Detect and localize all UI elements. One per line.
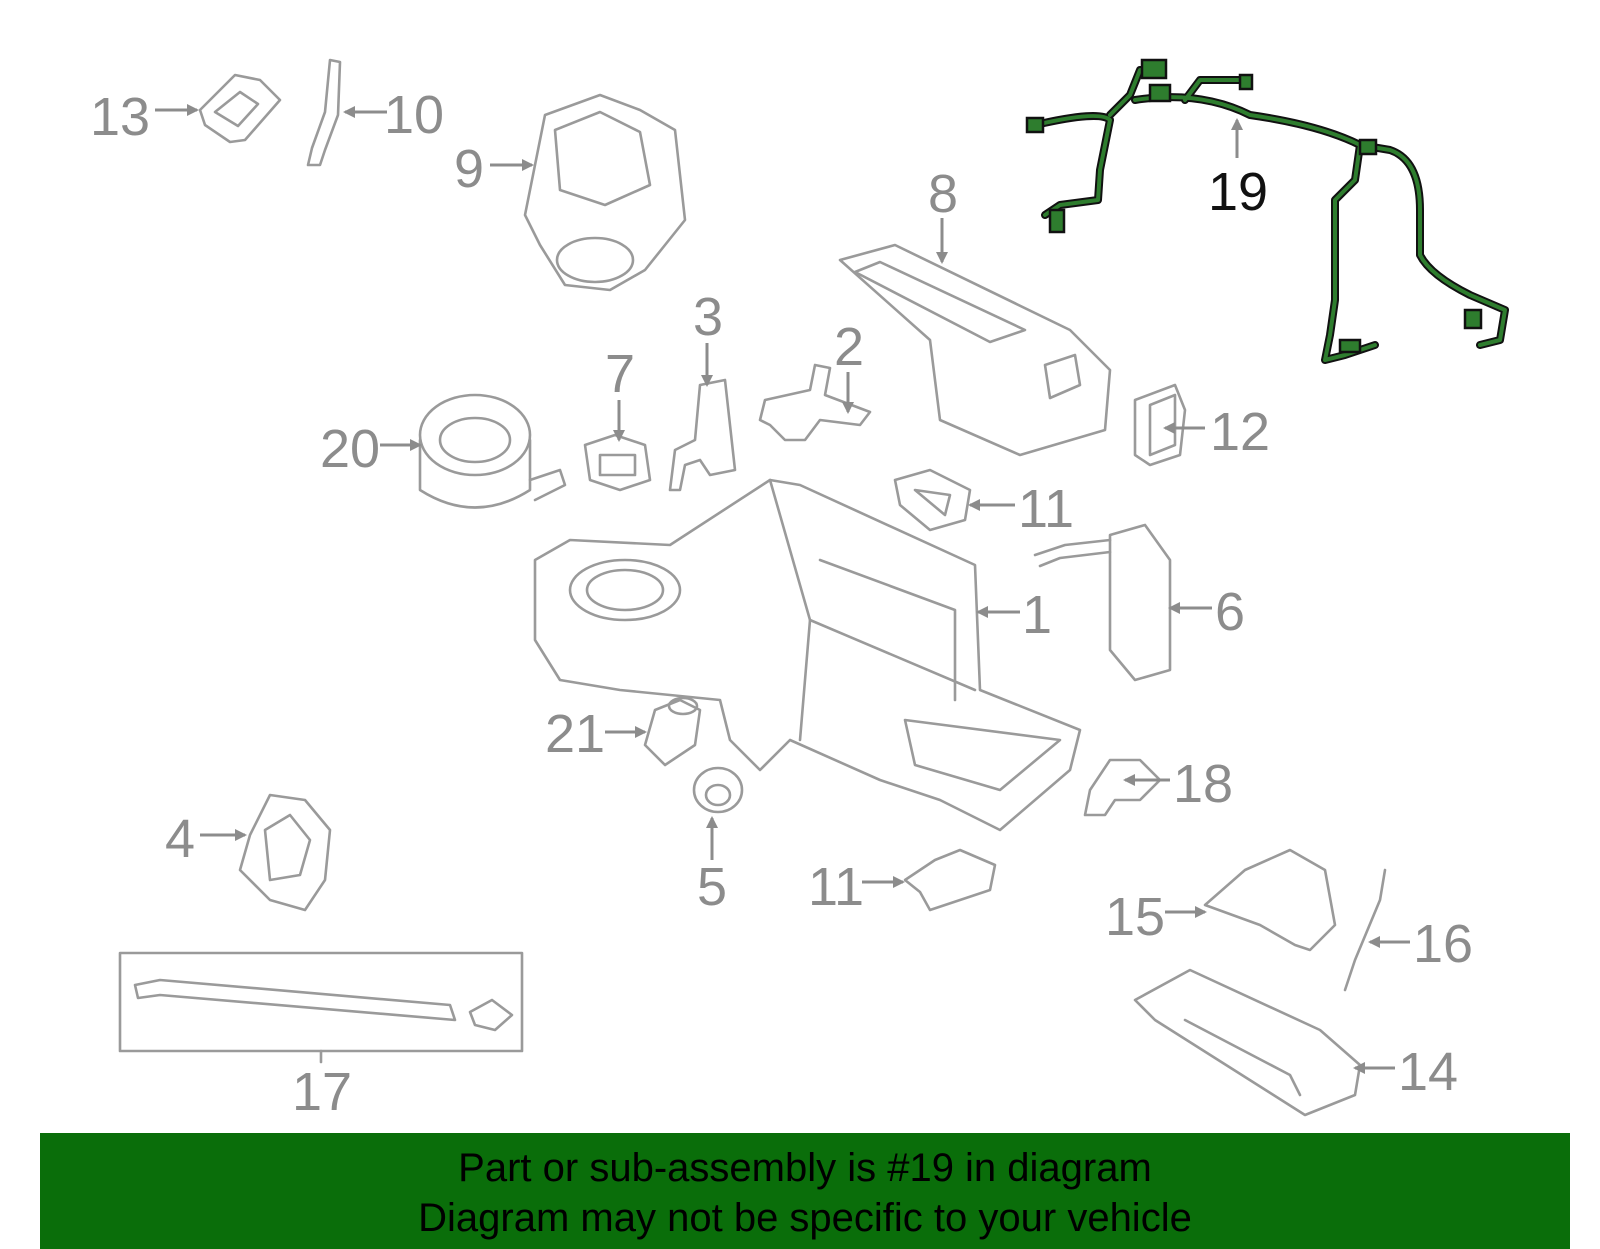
label-5: 5 <box>697 857 727 917</box>
part-7-drawing <box>583 433 652 492</box>
label-19: 19 <box>1208 162 1268 222</box>
part-4-drawing <box>238 793 332 912</box>
label-21: 21 <box>545 704 605 764</box>
label-3: 3 <box>693 287 723 347</box>
part-11b-drawing <box>903 848 997 912</box>
info-banner: Part or sub-assembly is #19 in diagram D… <box>40 1133 1570 1249</box>
label-4: 4 <box>165 809 195 869</box>
label-2: 2 <box>834 317 864 377</box>
banner-line-2: Diagram may not be specific to your vehi… <box>418 1196 1192 1240</box>
part-21-drawing <box>643 696 702 767</box>
label-12: 12 <box>1210 402 1270 462</box>
label-6: 6 <box>1215 582 1245 642</box>
banner-line-1: Part or sub-assembly is #19 in diagram <box>458 1146 1152 1190</box>
label-20: 20 <box>320 419 380 479</box>
label-7: 7 <box>605 344 635 404</box>
part-11a-drawing <box>893 468 972 532</box>
part-3-drawing <box>668 378 737 492</box>
label-1: 1 <box>1022 585 1052 645</box>
label-11-lower: 11 <box>808 857 864 917</box>
label-17: 17 <box>292 1062 352 1122</box>
part-17-drawing <box>118 951 524 1064</box>
part-2-drawing <box>758 363 872 442</box>
part-15-drawing <box>1203 848 1337 952</box>
label-11-upper: 11 <box>1018 479 1074 539</box>
part-18-drawing <box>1083 758 1162 817</box>
label-10: 10 <box>384 85 444 145</box>
label-15: 15 <box>1105 887 1165 947</box>
part-16-drawing <box>1343 868 1387 992</box>
callout-arrows <box>155 104 1410 1074</box>
part-6-drawing <box>1033 523 1172 682</box>
part-13-drawing <box>198 73 282 144</box>
callout-labels: 13 10 9 8 19 3 2 7 20 12 11 1 6 21 18 4 … <box>90 85 1473 1122</box>
part-9-drawing <box>523 93 687 292</box>
label-18: 18 <box>1173 754 1233 814</box>
part-20-drawing <box>418 393 567 509</box>
part-1-drawing <box>533 478 1082 832</box>
label-13: 13 <box>90 87 150 147</box>
part-12-drawing <box>1133 383 1187 467</box>
part-8-drawing <box>838 243 1112 457</box>
label-8: 8 <box>928 164 958 224</box>
part-10-drawing <box>306 58 342 167</box>
part-19-harness-drawing <box>1025 58 1509 364</box>
part-5-drawing <box>692 766 744 814</box>
label-9: 9 <box>454 139 484 199</box>
label-14: 14 <box>1398 1042 1458 1102</box>
part-14-drawing <box>1133 968 1362 1117</box>
label-16: 16 <box>1413 914 1473 974</box>
